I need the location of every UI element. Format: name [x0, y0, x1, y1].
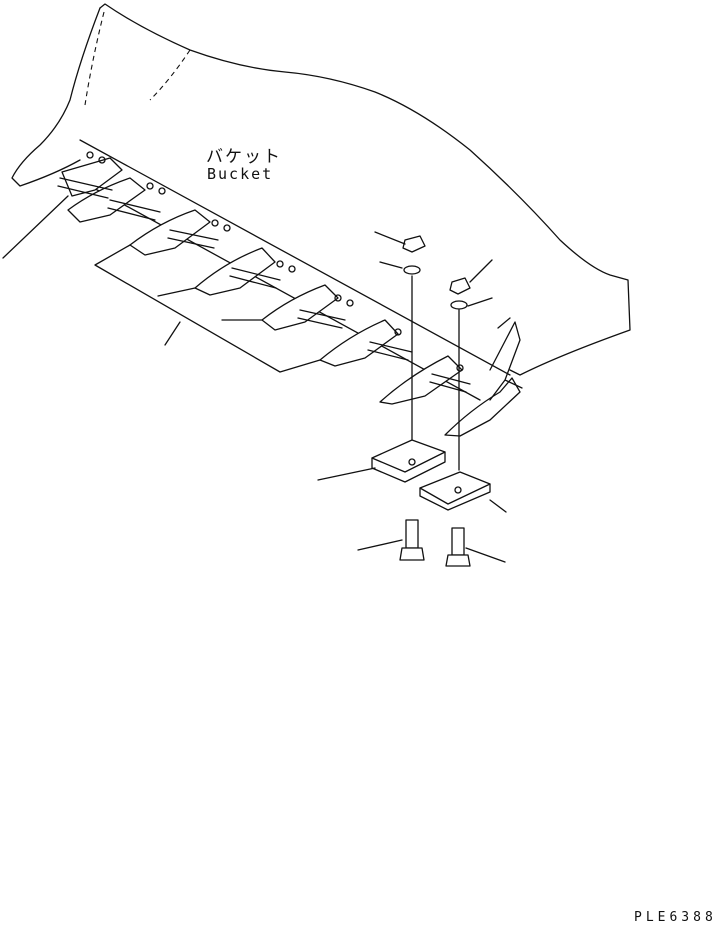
bolt-assembly-right: [419, 259, 507, 567]
bolt-assembly-left: [317, 231, 446, 561]
bucket-label-en: Bucket: [207, 165, 274, 183]
bucket-outline: [99, 3, 631, 376]
drawing-code: PLE6388: [634, 910, 717, 925]
bucket-label-jp: バケット: [206, 147, 282, 167]
teeth-leader: [2, 195, 321, 373]
bucket-side-edge: [11, 7, 101, 187]
bucket-inner-dash: [84, 11, 191, 106]
side-cutter: [489, 317, 523, 401]
tooth-adapters: [57, 151, 521, 437]
